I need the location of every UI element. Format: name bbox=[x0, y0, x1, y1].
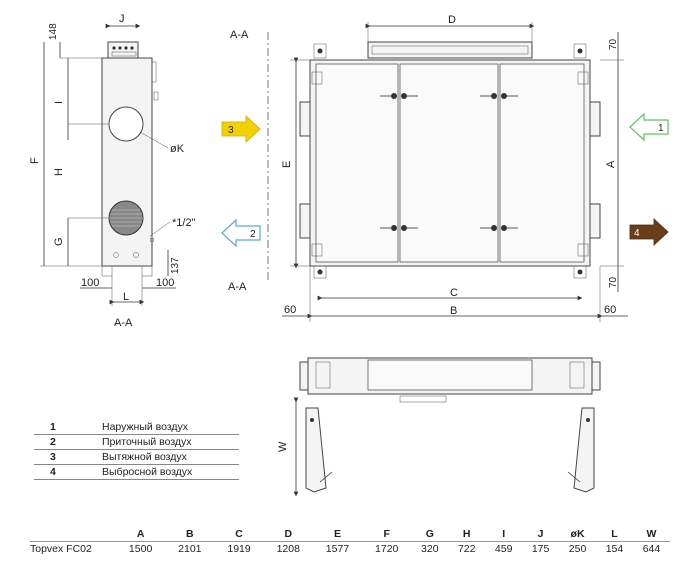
arrow-1-outdoor: 1 bbox=[629, 112, 669, 142]
dim-B: B bbox=[450, 305, 457, 317]
table-header: W bbox=[646, 528, 657, 540]
legend-num: 2 bbox=[50, 436, 56, 448]
legend-text: Выбросной воздух bbox=[102, 466, 193, 478]
dim-I: I bbox=[53, 101, 65, 104]
front-panel-1 bbox=[315, 63, 399, 263]
duct-stub-right-bottom bbox=[589, 203, 601, 239]
dim-L: L bbox=[123, 291, 129, 303]
table-cell: 1208 bbox=[263, 541, 313, 556]
dim-C: C bbox=[450, 287, 458, 299]
table-cell: Topvex FC02 bbox=[30, 541, 116, 556]
legend-text: Приточный воздух bbox=[102, 436, 192, 448]
duct-stub-right-top bbox=[589, 101, 601, 137]
front-view: A-A A-A bbox=[221, 14, 669, 322]
dim-J: J bbox=[119, 13, 125, 25]
dim-right60: 60 bbox=[604, 304, 616, 316]
dim-F: F bbox=[29, 157, 41, 164]
table-row: Topvex FC02 1500 2101 1919 1208 1577 172… bbox=[30, 541, 670, 556]
table-cell: 1919 bbox=[214, 541, 264, 556]
arrow-3-exhaust: 3 bbox=[221, 115, 261, 143]
table-cell: 250 bbox=[559, 541, 596, 556]
side-top-box bbox=[107, 41, 139, 59]
arrow-4-label: 4 bbox=[634, 228, 640, 239]
top-view: W bbox=[277, 357, 601, 497]
table-header: C bbox=[235, 528, 243, 540]
dim-D: D bbox=[448, 14, 456, 26]
dim-left60: 60 bbox=[284, 304, 296, 316]
side-view: J 148 I H G F øK *1/2" 137 100 100 L A-A bbox=[29, 13, 196, 329]
table-cell: 154 bbox=[596, 541, 633, 556]
table-cell: 644 bbox=[632, 541, 670, 556]
dim-bot70: 70 bbox=[608, 276, 619, 288]
arrow-2-supply: 2 bbox=[221, 218, 261, 248]
table-header: F bbox=[383, 528, 390, 540]
legend-num: 3 bbox=[50, 451, 56, 463]
table-header: E bbox=[333, 528, 341, 540]
dimension-table: A B C D E F G H I J øK L W Topvex FC02 1… bbox=[30, 527, 670, 556]
legend-row: 2 Приточный воздух bbox=[34, 435, 239, 450]
legend-row: 4 Выбросной воздух bbox=[34, 465, 239, 480]
duct-stub-left-top bbox=[299, 101, 311, 137]
front-section-top: A-A bbox=[230, 29, 249, 41]
legend-num: 4 bbox=[50, 466, 56, 478]
dim-H: H bbox=[53, 168, 65, 176]
hanger-left bbox=[305, 407, 327, 493]
dim-E: E bbox=[281, 161, 293, 168]
table-header-row: A B C D E F G H I J øK L W bbox=[30, 527, 670, 542]
table-header: B bbox=[186, 528, 194, 540]
legend-text: Наружный воздух bbox=[102, 421, 189, 433]
front-section-bottom: A-A bbox=[228, 281, 247, 293]
table-header: D bbox=[284, 528, 293, 540]
table-header: H bbox=[462, 528, 471, 540]
table-header bbox=[30, 527, 116, 542]
arrow-3-label: 3 bbox=[228, 125, 234, 136]
dim-137: 137 bbox=[170, 257, 181, 274]
front-panel-2 bbox=[399, 63, 499, 263]
table-cell: 175 bbox=[522, 541, 560, 556]
dim-half: *1/2" bbox=[172, 217, 196, 229]
hanger-right bbox=[573, 407, 595, 493]
dim-G: G bbox=[53, 237, 65, 246]
legend-row: 1 Наружный воздух bbox=[34, 420, 239, 435]
arrow-4-discharge: 4 bbox=[629, 218, 669, 246]
dim-W: W bbox=[277, 441, 289, 452]
front-panel-3 bbox=[499, 63, 585, 263]
table-header: øK bbox=[570, 528, 585, 540]
side-section-label: A-A bbox=[114, 317, 133, 329]
arrow-2-label: 2 bbox=[250, 229, 256, 240]
dim-A: A bbox=[605, 160, 617, 168]
arrow-1-label: 1 bbox=[658, 123, 664, 134]
table-cell: 1500 bbox=[116, 541, 166, 556]
legend: 1 Наружный воздух 2 Приточный воздух 3 В… bbox=[34, 420, 239, 480]
table-cell: 1720 bbox=[362, 541, 412, 556]
dim-K: øK bbox=[170, 143, 185, 155]
table-header: I bbox=[502, 528, 506, 540]
duct-stub-left-bottom bbox=[299, 203, 311, 239]
table-cell: 459 bbox=[485, 541, 523, 556]
dim-148: 148 bbox=[48, 23, 59, 40]
table-cell: 2101 bbox=[165, 541, 215, 556]
legend-text: Вытяжной воздух bbox=[102, 451, 187, 463]
table-header: J bbox=[537, 528, 544, 540]
dim-right100: 100 bbox=[156, 277, 174, 289]
table-cell: 722 bbox=[448, 541, 486, 556]
top-fan-box bbox=[367, 41, 533, 59]
table-cell: 320 bbox=[411, 541, 449, 556]
table-header: L bbox=[611, 528, 618, 540]
table-header: A bbox=[136, 528, 145, 540]
dim-left100: 100 bbox=[81, 277, 99, 289]
legend-num: 1 bbox=[50, 421, 56, 433]
legend-row: 3 Вытяжной воздух bbox=[34, 450, 239, 465]
table-header: G bbox=[425, 528, 434, 540]
table-cell: 1577 bbox=[312, 541, 363, 556]
dim-top70: 70 bbox=[608, 38, 619, 50]
top-view-fanbox bbox=[367, 359, 533, 391]
duct-circle-top bbox=[108, 106, 144, 142]
